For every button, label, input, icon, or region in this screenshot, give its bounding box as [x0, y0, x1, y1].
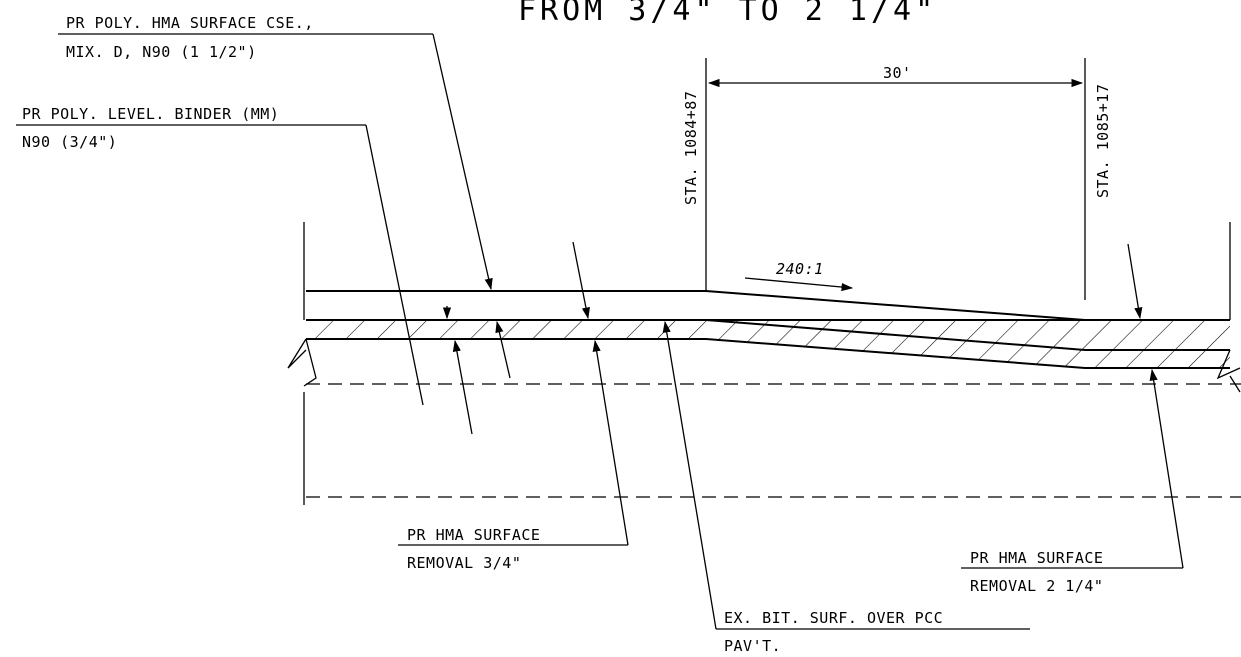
- existing-pavement-label-1: EX. BIT. SURF. OVER PCC: [724, 609, 943, 627]
- dimension-label: 30': [883, 64, 912, 82]
- surface-course-label-2: MIX. D, N90 (1 1/2"): [66, 43, 257, 61]
- hatch-fill-taper: [665, 320, 1230, 368]
- slope-label: 240:1: [776, 260, 824, 278]
- surface-course-label-1: PR POLY. HMA SURFACE CSE.,: [66, 14, 314, 32]
- removal-left-label-1: PR HMA SURFACE: [407, 526, 540, 544]
- existing-pavement-label-2: PAV'T.: [724, 637, 781, 655]
- removal-left-label-2: REMOVAL 3/4": [407, 554, 521, 572]
- station-right-label: STA. 1085+17: [1094, 84, 1112, 198]
- removal-left-leader: [592, 339, 629, 546]
- existing-pavement-leader: [662, 320, 717, 630]
- thickness-arrow-right: [1127, 243, 1143, 320]
- proposed-surface-taper: [705, 290, 1086, 321]
- removal-right-label-1: PR HMA SURFACE: [970, 549, 1103, 567]
- surface-course-leader: [432, 33, 493, 291]
- right-break-symbol: [1216, 349, 1241, 380]
- removal-right-leader: [1149, 368, 1184, 569]
- left-break-lower: [303, 338, 317, 387]
- hatch-fill-left: [306, 320, 665, 339]
- left-break-symbol: [287, 338, 307, 369]
- binder-label-1: PR POLY. LEVEL. BINDER (MM): [22, 105, 279, 123]
- binder-label-2: N90 (3/4"): [22, 133, 117, 151]
- removal-right-label-2: REMOVAL 2 1/4": [970, 577, 1103, 595]
- slope-arrow: [744, 277, 854, 292]
- binder-leader: [365, 124, 424, 406]
- diagram-title: FROM 3/4" TO 2 1/4": [518, 0, 937, 28]
- thickness-arrow-mid-bottom: [495, 320, 511, 379]
- thickness-arrow-left: [452, 339, 473, 435]
- binder-taper-line: [705, 319, 1086, 351]
- removal-taper-line: [705, 338, 1086, 369]
- station-left-label: STA. 1084+87: [682, 91, 700, 205]
- thickness-arrow-mid-top: [572, 241, 590, 320]
